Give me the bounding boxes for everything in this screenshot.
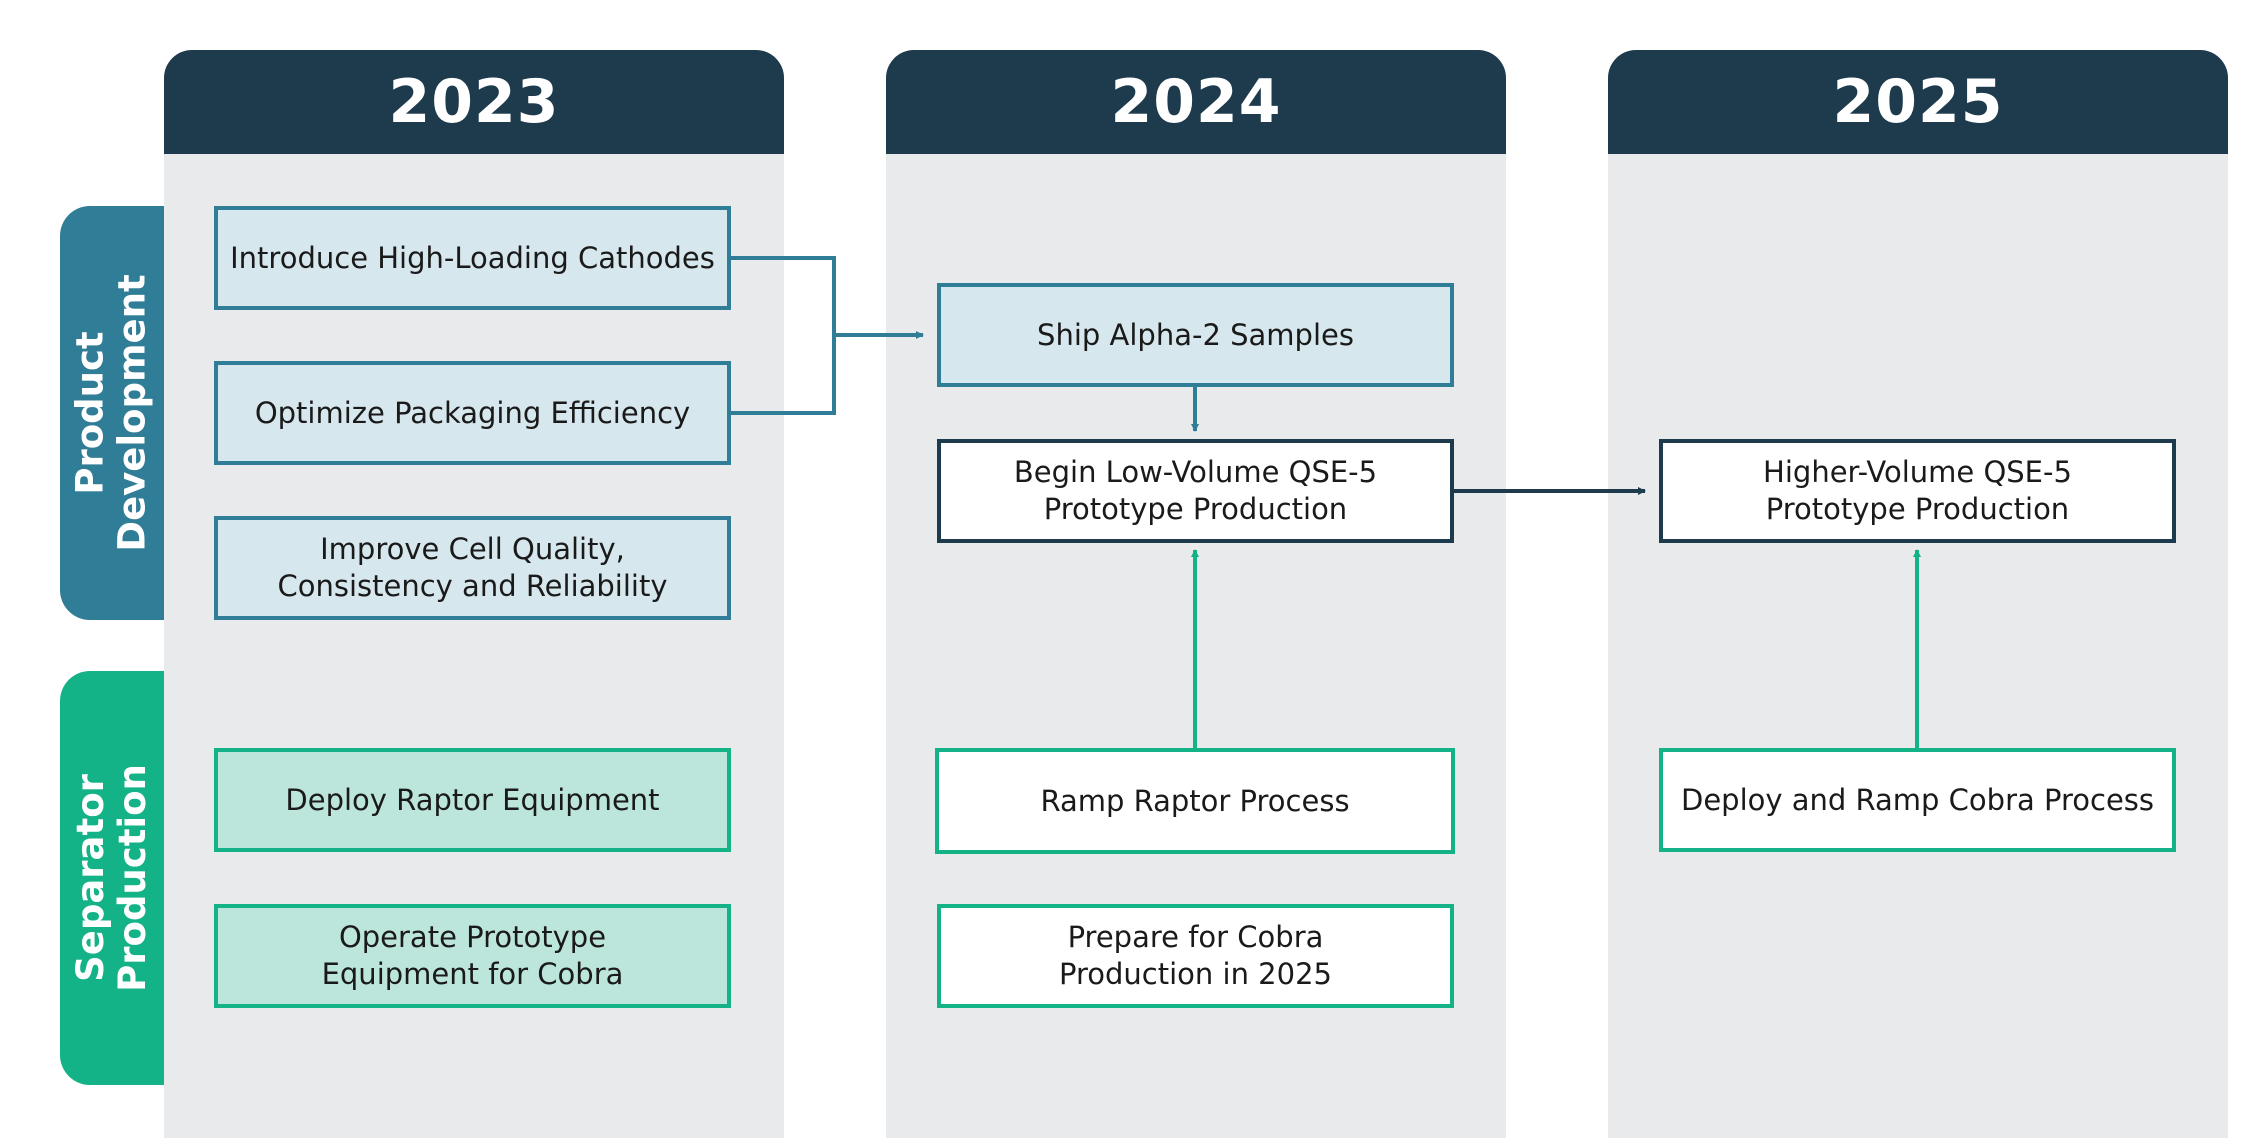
- box-prepare-for-cobra: Prepare for Cobra Production in 2025: [937, 904, 1454, 1008]
- year-header-2024: 2024: [886, 50, 1506, 154]
- row-tab-product-development: Product Development: [60, 206, 164, 620]
- box-deploy-raptor-equipment: Deploy Raptor Equipment: [214, 748, 731, 852]
- box-ramp-raptor-process: Ramp Raptor Process: [935, 748, 1455, 854]
- box-label: Ship Alpha-2 Samples: [1037, 317, 1354, 352]
- year-header-2025: 2025: [1608, 50, 2228, 154]
- box-label: Deploy Raptor Equipment: [285, 782, 660, 817]
- box-introduce-high-loading-cathodes: Introduce High-Loading Cathodes: [214, 206, 731, 310]
- box-label: Improve Cell Quality, Consistency and Re…: [277, 532, 668, 603]
- box-begin-low-volume-production: Begin Low-Volume QSE-5 Prototype Product…: [937, 439, 1454, 543]
- box-optimize-packaging-efficiency: Optimize Packaging Efficiency: [214, 361, 731, 465]
- box-label: Higher-Volume QSE-5 Prototype Production: [1763, 455, 2072, 526]
- box-deploy-and-ramp-cobra: Deploy and Ramp Cobra Process: [1659, 748, 2176, 852]
- column-2025: 2025: [1608, 50, 2228, 1138]
- box-label: Optimize Packaging Efficiency: [254, 395, 691, 430]
- box-label: Prepare for Cobra Production in 2025: [1059, 920, 1332, 991]
- box-label: Operate Prototype Equipment for Cobra: [321, 920, 624, 991]
- year-header-2023: 2023: [164, 50, 784, 154]
- box-higher-volume-production: Higher-Volume QSE-5 Prototype Production: [1659, 439, 2176, 543]
- row-label-product-development: Product Development: [69, 274, 155, 552]
- box-operate-prototype-equipment: Operate Prototype Equipment for Cobra: [214, 904, 731, 1008]
- box-label: Introduce High-Loading Cathodes: [230, 240, 715, 275]
- box-label: Begin Low-Volume QSE-5 Prototype Product…: [1013, 455, 1378, 526]
- box-label: Ramp Raptor Process: [1040, 783, 1350, 818]
- box-label: Deploy and Ramp Cobra Process: [1680, 782, 2155, 817]
- row-label-separator-production: Separator Production: [69, 764, 154, 992]
- box-improve-cell-quality: Improve Cell Quality, Consistency and Re…: [214, 516, 731, 620]
- row-tab-separator-production: Separator Production: [60, 671, 164, 1085]
- box-ship-alpha-2-samples: Ship Alpha-2 Samples: [937, 283, 1454, 387]
